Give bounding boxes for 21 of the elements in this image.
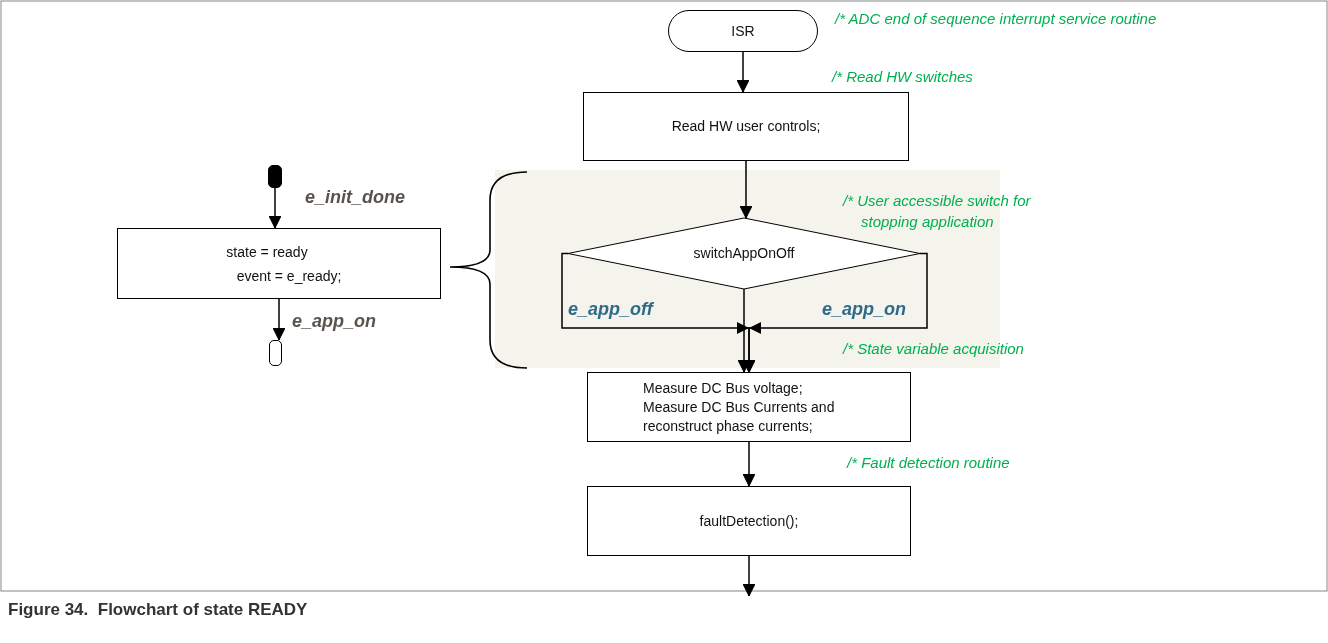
start-marker [268, 165, 282, 188]
decision-diamond [568, 218, 920, 289]
code-comment: /* Read HW switches [832, 67, 973, 87]
process-box [587, 486, 911, 556]
code-comment: /* State variable acquisition [843, 339, 1024, 359]
node-text: Read HW user controls; [671, 117, 821, 136]
node-text: state = ready [226, 242, 308, 262]
node-text: Measure DC Bus voltage; Measure DC Bus Currents and reconstruct phase currents; [643, 378, 836, 436]
process-box [587, 372, 911, 442]
process-box [117, 228, 441, 299]
code-comment: /* Fault detection routine [847, 453, 1010, 473]
node-text: faultDetection(); [699, 511, 799, 531]
node-text: ISR [731, 21, 755, 41]
code-comment: /* ADC end of sequence interrupt service routine [835, 9, 1157, 29]
end-marker [269, 340, 282, 366]
node-text: switchAppOnOff [693, 244, 795, 263]
terminator-shape [668, 10, 818, 52]
node-text: event = e_ready; [236, 266, 342, 286]
process-box [583, 92, 909, 161]
figure-caption: Figure 34. Flowchart of state READY [8, 600, 308, 620]
code-comment: /* User accessible switch for stopping application [843, 191, 1032, 232]
